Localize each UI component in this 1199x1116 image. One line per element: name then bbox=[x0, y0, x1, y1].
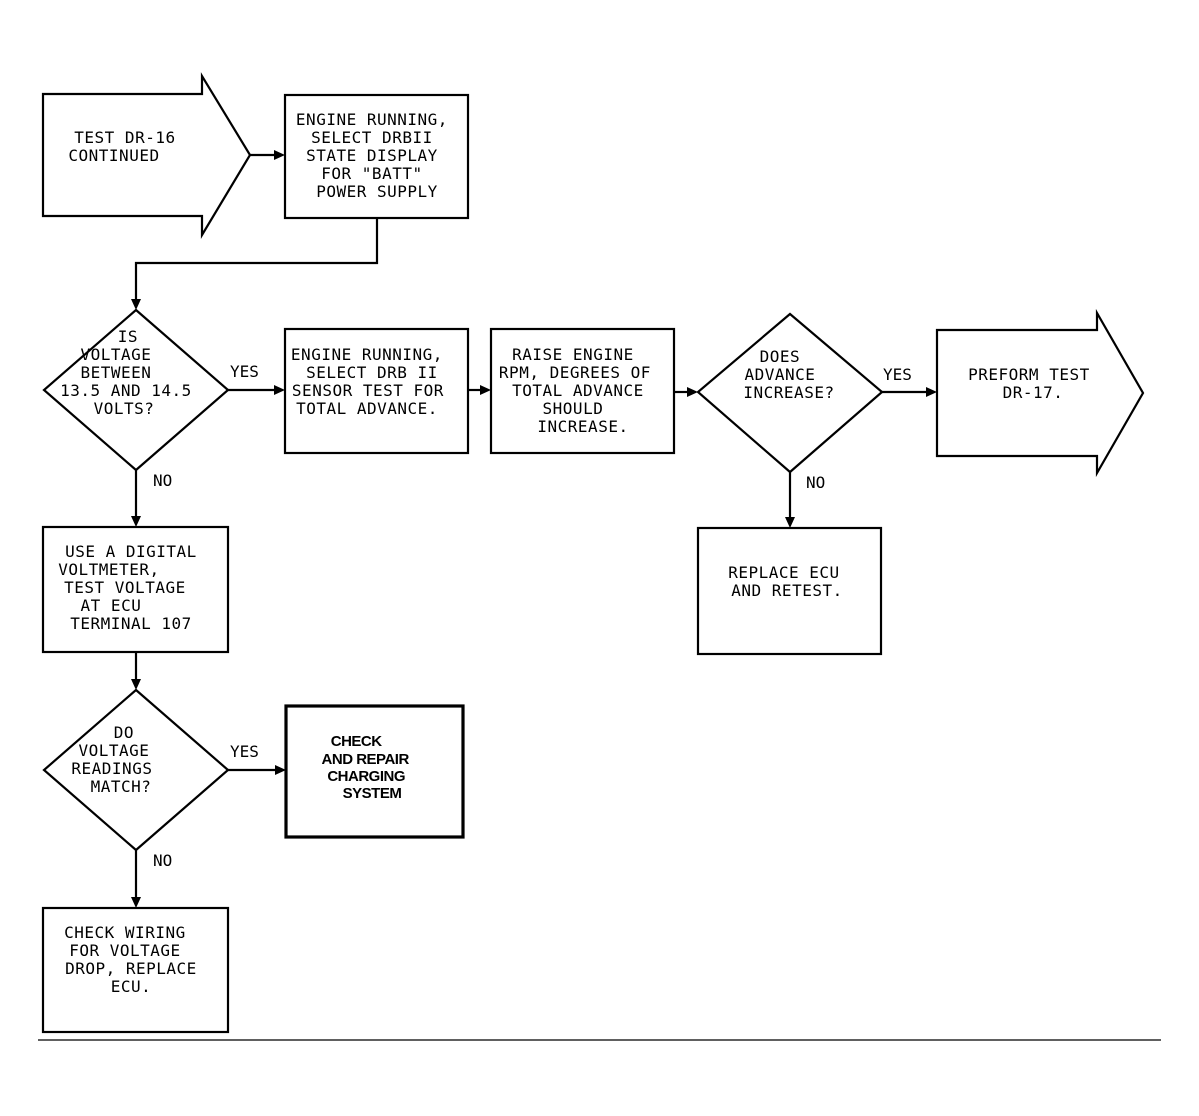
start-node-shape bbox=[41, 72, 252, 239]
check-charging-node-shape bbox=[284, 704, 465, 839]
arrowhead-readings-question bbox=[131, 679, 141, 690]
arrowhead-check-wiring bbox=[131, 897, 141, 908]
digital-voltmeter-node-shape bbox=[41, 525, 230, 654]
arrowhead-raise-rpm bbox=[480, 385, 491, 395]
arrowhead-select-batt bbox=[274, 150, 285, 160]
edge-label-voltage-yes: YES bbox=[230, 362, 259, 381]
voltage-question-node-text: IS VOLTAGE BETWEEN 13.5 AND 14.5 VOLTS? bbox=[60, 327, 202, 418]
sensor-test-node-shape bbox=[283, 327, 470, 455]
edge-label-advance-yes: YES bbox=[883, 365, 912, 384]
perform-test-node-shape bbox=[935, 308, 1145, 478]
edge-label-readings-yes: YES bbox=[230, 742, 259, 761]
check-wiring-node-text: CHECK WIRING FOR VOLTAGE DROP, REPLACE E… bbox=[64, 923, 207, 996]
readings-question-node-text: DO VOLTAGE READINGS MATCH? bbox=[71, 723, 162, 796]
arrowhead-sensor-test bbox=[274, 385, 285, 395]
edge-label-advance-no: NO bbox=[806, 473, 825, 492]
arrowhead-digital-voltmeter bbox=[131, 516, 141, 527]
replace-ecu-node-text: REPLACE ECU AND RETEST. bbox=[728, 563, 850, 600]
edge-label-voltage-no: NO bbox=[153, 471, 172, 490]
digital-voltmeter-node-text: USE A DIGITAL VOLTMETER, TEST VOLTAGE AT… bbox=[58, 542, 207, 633]
arrowhead-perform-test bbox=[926, 387, 937, 397]
select-batt-node-text: ENGINE RUNNING, SELECT DRBII STATE DISPL… bbox=[296, 110, 458, 201]
edge-label-readings-no: NO bbox=[153, 851, 172, 870]
advance-question-node-text: DOES ADVANCE INCREASE? bbox=[743, 347, 834, 402]
check-charging-node-text: CHECK AND REPAIR CHARGING SYSTEM bbox=[322, 733, 413, 802]
replace-ecu-node-shape bbox=[696, 526, 883, 656]
raise-rpm-node-text: RAISE ENGINE RPM, DEGREES OF TOTAL ADVAN… bbox=[499, 345, 661, 436]
connector-select-batt-to-voltage-question bbox=[134, 218, 379, 300]
perform-test-node-text: PREFORM TEST DR-17. bbox=[968, 365, 1100, 402]
arrowhead-voltage-question bbox=[131, 299, 141, 310]
check-wiring-node-shape bbox=[41, 906, 230, 1034]
select-batt-node-shape bbox=[283, 93, 470, 220]
arrowhead-advance-question bbox=[687, 387, 698, 397]
sensor-test-node-text: ENGINE RUNNING, SELECT DRB II SENSOR TES… bbox=[291, 345, 454, 418]
arrowhead-replace-ecu bbox=[785, 517, 795, 528]
start-node-text: TEST DR-16 CONTINUED bbox=[68, 128, 185, 165]
arrowhead-check-charging bbox=[275, 765, 286, 775]
